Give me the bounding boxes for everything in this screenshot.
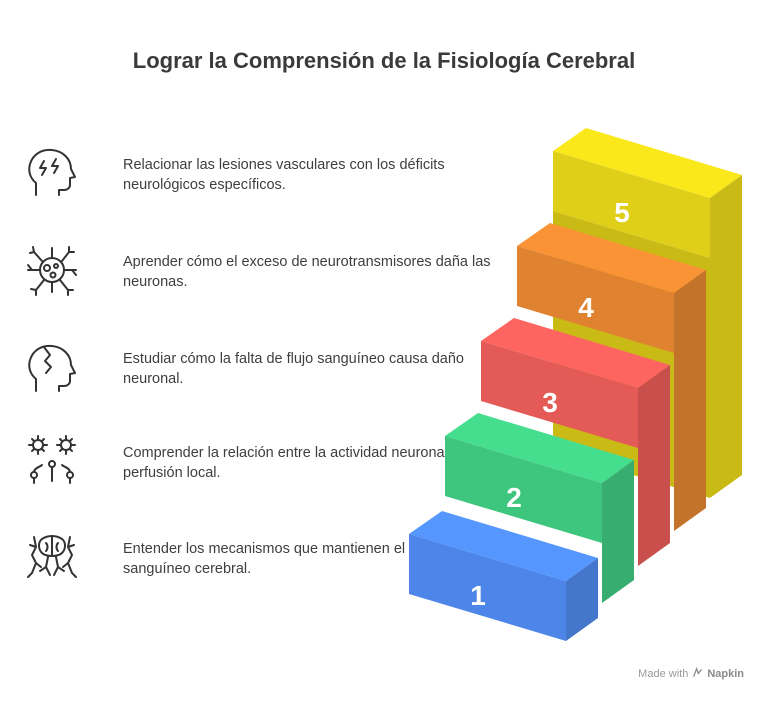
step-2-front	[445, 436, 602, 543]
step-row-3: Estudiar cómo la falta de flujo sanguíne…	[0, 337, 500, 407]
step-text-5: Relacionar las lesiones vasculares con l…	[123, 157, 445, 193]
page-title: Lograr la Comprensión de la Fisiología C…	[132, 48, 636, 73]
napkin-logo-icon	[692, 667, 703, 681]
step-row-1: Entender los mecanismos que mantienen el…	[0, 527, 500, 597]
step-row-5: Relacionar las lesiones vasculares con l…	[0, 143, 500, 213]
brand-name: Napkin	[707, 668, 744, 680]
step-block-1: 1	[409, 511, 598, 641]
step-block-2: 2	[445, 413, 634, 603]
step-3-top	[481, 318, 670, 388]
step-block-4: 4	[517, 223, 706, 531]
step-text-3: Estudiar cómo la falta de flujo sanguíne…	[123, 351, 464, 387]
step-text-1: Entender los mecanismos que mantienen el…	[123, 541, 436, 577]
made-with-label: Made with	[638, 668, 689, 680]
step-5-top	[553, 128, 742, 198]
gears-circuit-icon	[22, 431, 82, 491]
step-5-front	[553, 151, 710, 258]
step-row-2: Comprender la relación entre la activida…	[0, 431, 500, 501]
step-4-top	[517, 223, 706, 293]
step-4-front	[517, 246, 674, 353]
step-2-side	[602, 460, 634, 603]
step-text-2: Comprender la relación entre la activida…	[123, 445, 475, 481]
step-1-front	[409, 534, 566, 641]
step-number-2: 2	[506, 482, 522, 513]
step-number-4: 4	[578, 292, 594, 323]
step-5-side	[710, 175, 742, 498]
step-3-front	[481, 341, 638, 448]
step-1-side	[566, 558, 598, 641]
step-2-top	[445, 413, 634, 483]
step-number-1: 1	[470, 580, 486, 611]
step-text-4: Aprender cómo el exceso de neurotransmis…	[123, 254, 491, 290]
head-crack-icon	[22, 337, 82, 397]
step-row-4: Aprender cómo el exceso de neurotransmis…	[0, 240, 500, 310]
neuron-cell-icon	[22, 240, 82, 300]
step-4-side	[674, 270, 706, 531]
step-number-5: 5	[614, 197, 630, 228]
brain-roots-icon	[22, 527, 82, 587]
step-3-side	[638, 365, 670, 566]
head-lightning-icon	[22, 143, 82, 203]
step-1-top	[409, 511, 598, 581]
step-block-3: 3	[481, 318, 670, 566]
footer-watermark: Made with Napkin	[638, 667, 744, 681]
step-number-3: 3	[542, 387, 558, 418]
